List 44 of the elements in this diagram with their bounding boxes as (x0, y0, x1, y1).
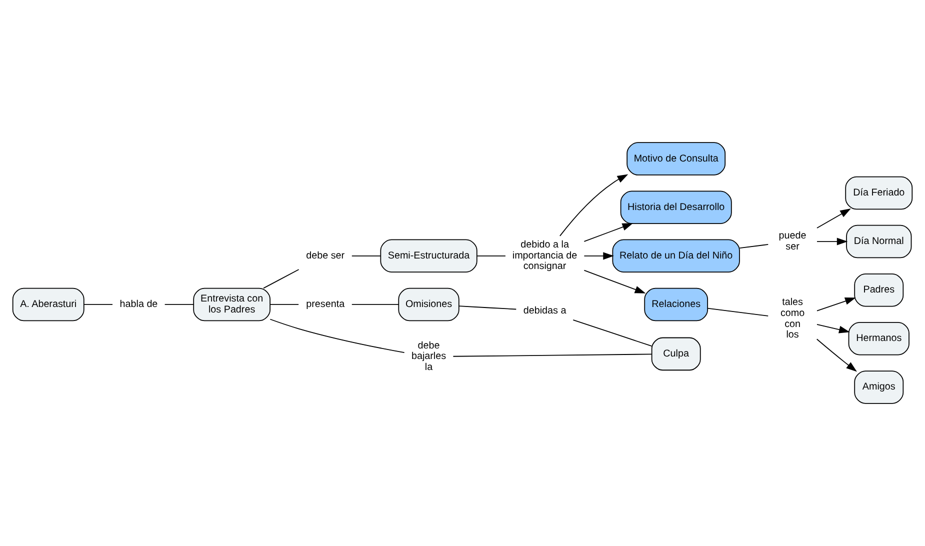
connector (270, 304, 299, 305)
arrow (584, 252, 614, 260)
node-box: Semi-Estructurada (380, 239, 478, 273)
node-box: Hermanos (848, 322, 910, 356)
node-box: Entrevista con los Padres (193, 288, 270, 322)
node-box: Relaciones (644, 288, 708, 322)
node-text: tales como con los (780, 297, 805, 341)
connector (84, 304, 113, 305)
node-box: Historia del Desarrollo (620, 190, 732, 224)
connector (707, 308, 769, 316)
node-text: debidas a (523, 305, 566, 316)
node-box: Motivo de Consulta (626, 142, 726, 176)
node-text: presenta (306, 298, 345, 310)
connector (739, 244, 769, 248)
node-box: Amigos (854, 370, 904, 404)
node-box: Padres (854, 273, 904, 307)
node-text: debe bajarles la (411, 340, 446, 373)
arrow (584, 270, 646, 294)
arrow (584, 223, 634, 242)
connector (458, 306, 517, 310)
node-text: debe ser (306, 250, 345, 262)
connector (452, 354, 652, 357)
node-box: Relato de un Día del Niño (612, 239, 740, 273)
arrow (816, 238, 848, 246)
arrow (816, 298, 856, 312)
node-box: Culpa (651, 337, 701, 371)
arrow (559, 174, 628, 236)
node-box: Día Normal (846, 224, 912, 258)
connector (476, 255, 506, 256)
node-box: Día Feriado (845, 176, 913, 210)
node-box: A. Aberasturi (12, 288, 84, 322)
node-text: debido a la importancia de consignar (512, 240, 578, 272)
arrow (816, 338, 857, 372)
connector (572, 319, 652, 347)
node-text: habla de (120, 298, 158, 310)
connector (164, 304, 194, 305)
connector (263, 269, 300, 289)
connector (351, 255, 381, 256)
node-text: puede ser (778, 230, 806, 252)
node-box: Omisiones (398, 288, 460, 322)
connector (270, 318, 405, 354)
connector (351, 304, 400, 305)
arrow (816, 208, 851, 228)
arrow (816, 324, 850, 334)
